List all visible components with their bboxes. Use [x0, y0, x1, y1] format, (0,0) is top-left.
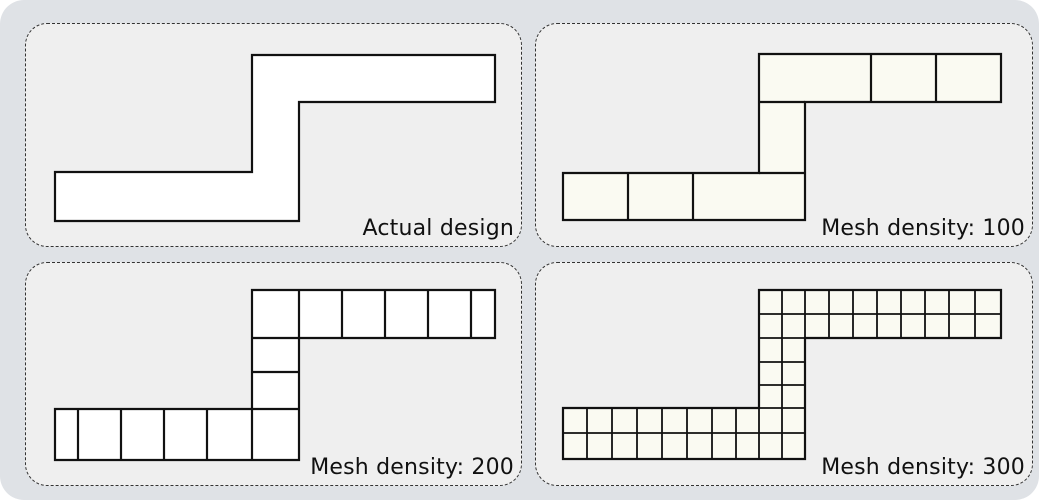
mesh-300-shape [561, 288, 1003, 461]
panel-mesh-100: Mesh density: 100 [535, 23, 1033, 247]
z-shape-outline [53, 53, 497, 223]
panel-caption: Mesh density: 200 [310, 455, 514, 480]
panel-caption: Mesh density: 100 [821, 216, 1025, 241]
mesh-200-shape [53, 288, 497, 462]
mesh-lines [626, 54, 938, 220]
panel-actual-design: Actual design [25, 23, 522, 247]
z-shape-outline [561, 52, 1003, 222]
panel-mesh-300: Mesh density: 300 [535, 262, 1033, 486]
panel-caption: Mesh density: 300 [821, 455, 1025, 480]
mesh-100-shape [561, 52, 1003, 222]
mesh-lines [76, 290, 473, 460]
mesh-lines [563, 290, 1001, 459]
panel-mesh-200: Mesh density: 200 [25, 262, 522, 486]
actual-design-shape [53, 53, 497, 223]
panel-caption: Actual design [362, 216, 514, 241]
